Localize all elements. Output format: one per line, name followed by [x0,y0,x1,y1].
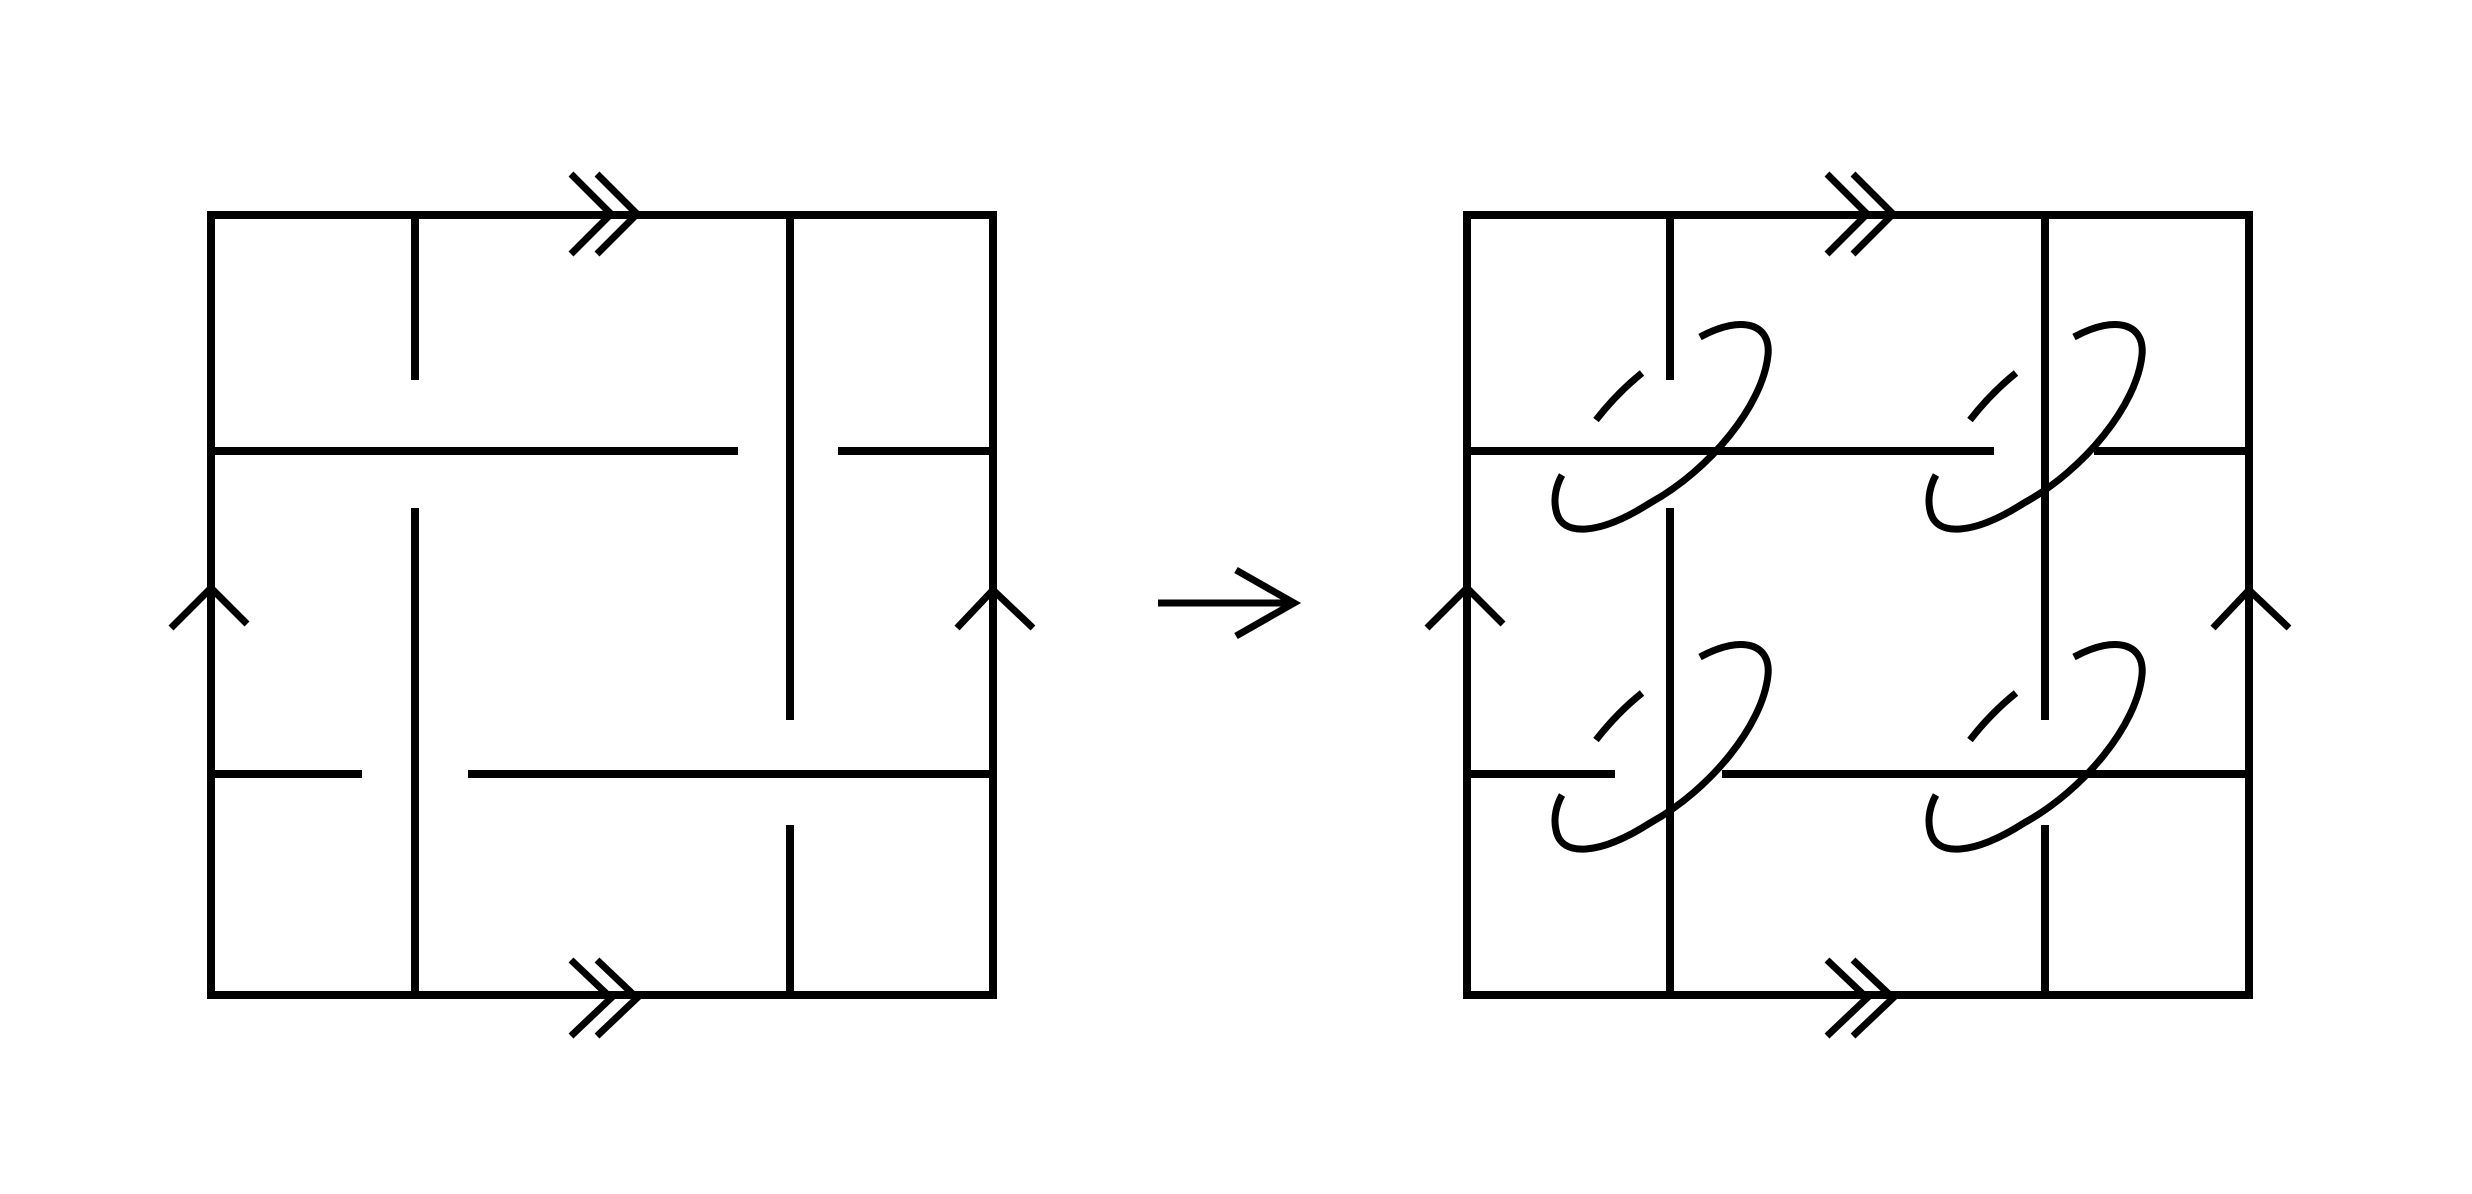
left-square-boundary [207,211,997,999]
left-top-double-chevron-icon [568,171,642,257]
clasp-loop [1925,640,2146,853]
left-left-chevron-icon [168,583,250,631]
right-walls [1467,215,2249,995]
left-walls [211,215,993,995]
right-right-chevron-icon [2210,585,2292,631]
right-left-chevron-icon [1424,583,1506,631]
right-top-double-chevron-icon [1824,171,1898,257]
clasp-loop [1925,320,2146,533]
right-arrow-icon [1158,566,1302,640]
right-square-boundary [1463,211,2253,999]
right-panel [1424,171,2292,1039]
left-right-chevron-icon [954,585,1036,631]
right-bottom-double-chevron-icon [1824,957,1899,1039]
left-bottom-double-chevron-icon [568,957,643,1039]
clasp-loop [1551,640,1772,853]
clasp-loop [1551,320,1772,533]
left-panel [168,171,1036,1039]
